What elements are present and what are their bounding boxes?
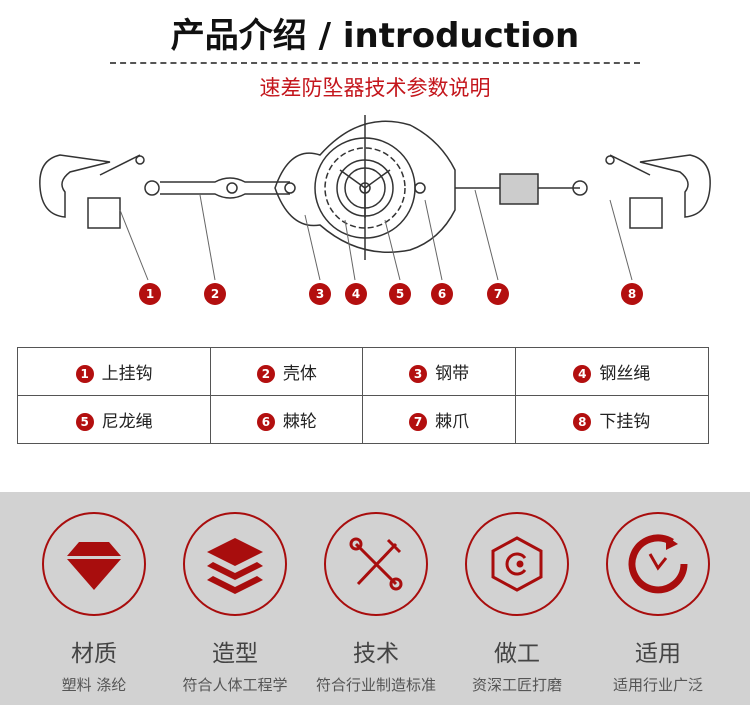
lower-hook: [572, 154, 711, 229]
part-label: 钢丝绳: [599, 364, 651, 384]
feature-title: 材质: [71, 641, 117, 667]
part-number: 6: [256, 413, 275, 431]
part-cell: 7 棘爪: [362, 395, 516, 444]
diamond-icon: [67, 542, 121, 590]
feature-title: 造型: [212, 641, 258, 667]
feature-applicability: 适用 适用行业广泛: [588, 512, 728, 695]
tools-icon: [349, 537, 403, 591]
part-number: 1: [75, 365, 94, 383]
part-cell: 6 棘轮: [210, 395, 364, 444]
part-cell: 2 壳体: [210, 347, 364, 396]
part-cell: 4 钢丝绳: [514, 347, 710, 396]
table-row: 5 尼龙绳 6 棘轮 7 棘爪 8 下挂钩: [16, 395, 710, 444]
callout-6: 6: [431, 283, 453, 305]
part-number: 5: [75, 413, 94, 431]
part-number: 4: [573, 365, 592, 383]
callout-1: 1: [139, 283, 161, 305]
layers-icon: [207, 538, 263, 594]
part-cell: 8 下挂钩: [514, 395, 710, 444]
hex-gear-icon: [491, 536, 543, 592]
table-row: 1 上挂钩 2 壳体 3 钢带 4 钢丝绳: [16, 347, 710, 396]
part-cell: 3 钢带: [362, 347, 516, 396]
callout-8: 8: [621, 283, 643, 305]
part-number: 2: [256, 365, 275, 383]
callout-7: 7: [487, 283, 509, 305]
part-label: 棘爪: [435, 412, 470, 432]
feature-desc: 符合人体工程学: [182, 676, 288, 694]
leader-lines: [119, 189, 633, 281]
upper-hook: [39, 154, 160, 229]
features-band: 材质 塑料 涤纶 造型 符合人体工程学 技术 符合行业制造标准 做工 资深工匠打…: [0, 492, 750, 705]
feature-desc: 资深工匠打磨: [471, 676, 562, 694]
part-number: 7: [409, 413, 428, 431]
part-number: 8: [573, 413, 592, 431]
feature-desc: 塑料 涤纶: [61, 676, 127, 694]
feature-workmanship: 做工 资深工匠打磨: [447, 512, 587, 695]
feature-title: 适用: [635, 641, 681, 667]
part-label: 上挂钩: [101, 364, 153, 384]
feature-title: 技术: [353, 641, 399, 667]
part-cell: 1 上挂钩: [16, 347, 212, 396]
feature-material: 材质 塑料 涤纶: [24, 512, 164, 695]
callout-2: 2: [204, 283, 226, 305]
part-label: 尼龙绳: [101, 412, 153, 432]
clock-cycle-icon: [628, 534, 688, 594]
part-label: 钢带: [435, 364, 470, 384]
connecting-rod: [160, 177, 290, 199]
part-number: 3: [409, 365, 428, 383]
feature-shape: 造型 符合人体工程学: [165, 512, 305, 695]
part-cell: 5 尼龙绳: [16, 395, 212, 444]
dashed-divider: [110, 62, 640, 64]
part-label: 下挂钩: [599, 412, 651, 432]
feature-desc: 符合行业制造标准: [315, 676, 436, 694]
callout-5: 5: [389, 283, 411, 305]
fall-arrester-diagram: [39, 115, 711, 281]
feature-desc: 适用行业广泛: [612, 676, 703, 694]
callout-4: 4: [345, 283, 367, 305]
part-label: 棘轮: [282, 412, 317, 432]
housing: [274, 115, 456, 260]
feature-title: 做工: [494, 641, 540, 667]
callout-3: 3: [309, 283, 331, 305]
part-label: 壳体: [282, 364, 317, 384]
page-title: 产品介绍 / introduction: [170, 16, 580, 56]
feature-technology: 技术 符合行业制造标准: [306, 512, 446, 695]
page-subtitle: 速差防坠器技术参数说明: [259, 76, 491, 100]
parts-table: 1 上挂钩 2 壳体 3 钢带 4 钢丝绳 5 尼龙绳 6 棘轮 7 棘爪 8 下挂钩: [16, 347, 710, 444]
wire-rope: [455, 173, 580, 205]
